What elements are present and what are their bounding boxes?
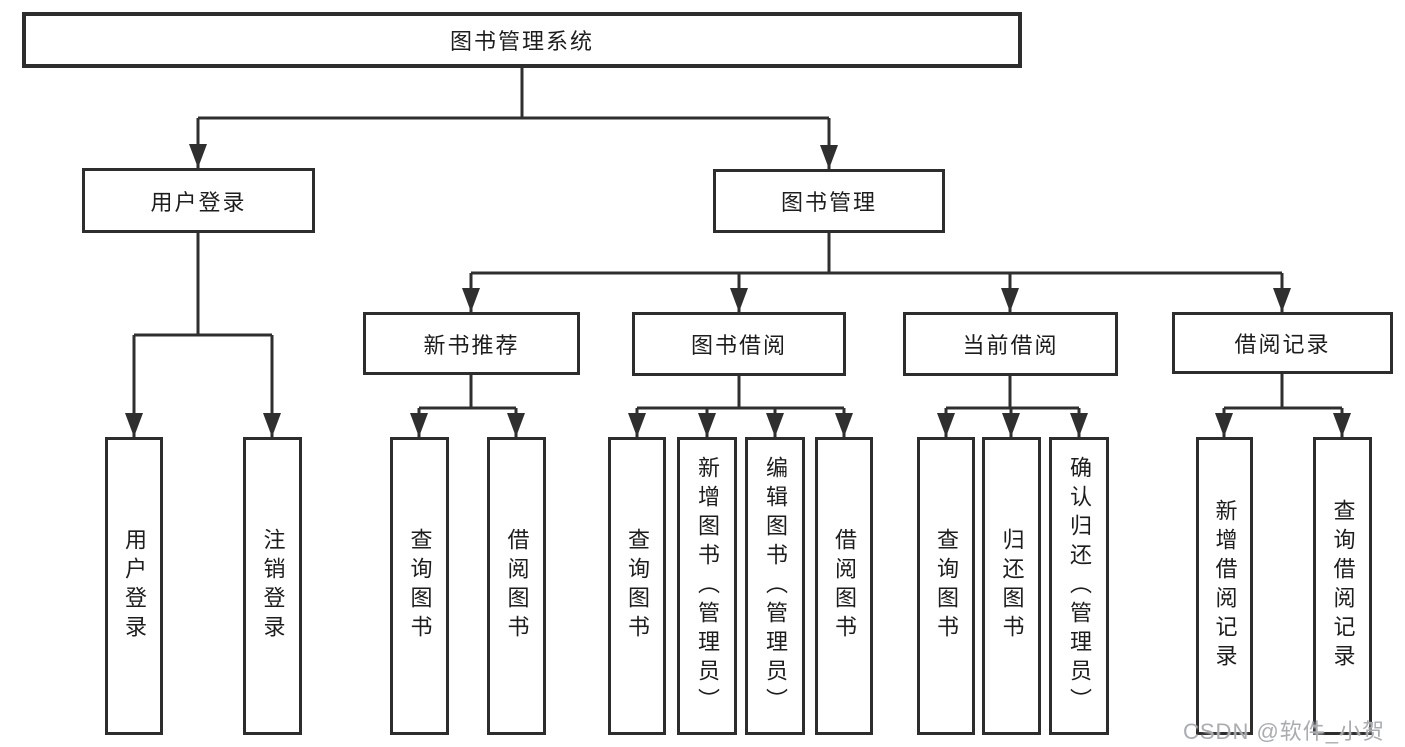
leaf-label: 查询图书 <box>407 528 433 644</box>
node-current-borrowing: 当前借阅 <box>903 312 1118 376</box>
leaf-query-borrow-record: 查询借阅记录 <box>1313 437 1372 735</box>
node-library-system: 图书管理系统 <box>22 12 1022 68</box>
node-book-borrowing: 图书借阅 <box>632 312 846 376</box>
csdn-watermark: CSDN @软件_小贺同学 <box>1183 719 1386 744</box>
leaf-add-borrow-record: 新增借阅记录 <box>1196 437 1253 735</box>
node-user-login: 用户登录 <box>82 168 315 233</box>
leaf-return-books: 归还图书 <box>982 437 1041 735</box>
leaf-label: 借阅图书 <box>832 528 857 644</box>
leaf-label: 新增图书（管理员） <box>695 455 720 717</box>
leaf-label: 借阅图书 <box>504 528 530 644</box>
leaf-label: 注销登录 <box>260 528 286 644</box>
leaf-query-books-borrowing: 查询图书 <box>608 437 666 735</box>
node-book-management: 图书管理 <box>713 169 945 233</box>
leaf-query-books-current: 查询图书 <box>917 437 975 735</box>
leaf-edit-books-admin: 编辑图书（管理员） <box>745 437 805 735</box>
node-new-book-recommend: 新书推荐 <box>363 312 580 375</box>
leaf-borrow-books: 借阅图书 <box>815 437 873 735</box>
leaf-label: 查询图书 <box>625 528 650 644</box>
leaf-label: 新增借阅记录 <box>1212 499 1238 673</box>
leaf-query-books-recommend: 查询图书 <box>390 437 449 735</box>
leaf-label: 用户登录 <box>122 528 147 644</box>
leaf-logout: 注销登录 <box>243 437 302 735</box>
leaf-add-books-admin: 新增图书（管理员） <box>677 437 737 735</box>
leaf-label: 确认归还（管理员） <box>1067 455 1092 717</box>
leaf-label: 归还图书 <box>999 528 1025 644</box>
leaf-confirm-return-admin: 确认归还（管理员） <box>1049 437 1109 735</box>
leaf-borrow-books-recommend: 借阅图书 <box>487 437 546 735</box>
connector-arrows <box>125 118 1351 437</box>
leaf-label: 编辑图书（管理员） <box>763 455 788 717</box>
node-borrowing-records: 借阅记录 <box>1172 312 1393 374</box>
leaf-label: 查询图书 <box>934 528 959 644</box>
leaf-label: 查询借阅记录 <box>1330 499 1356 673</box>
leaf-user-login: 用户登录 <box>105 437 163 735</box>
